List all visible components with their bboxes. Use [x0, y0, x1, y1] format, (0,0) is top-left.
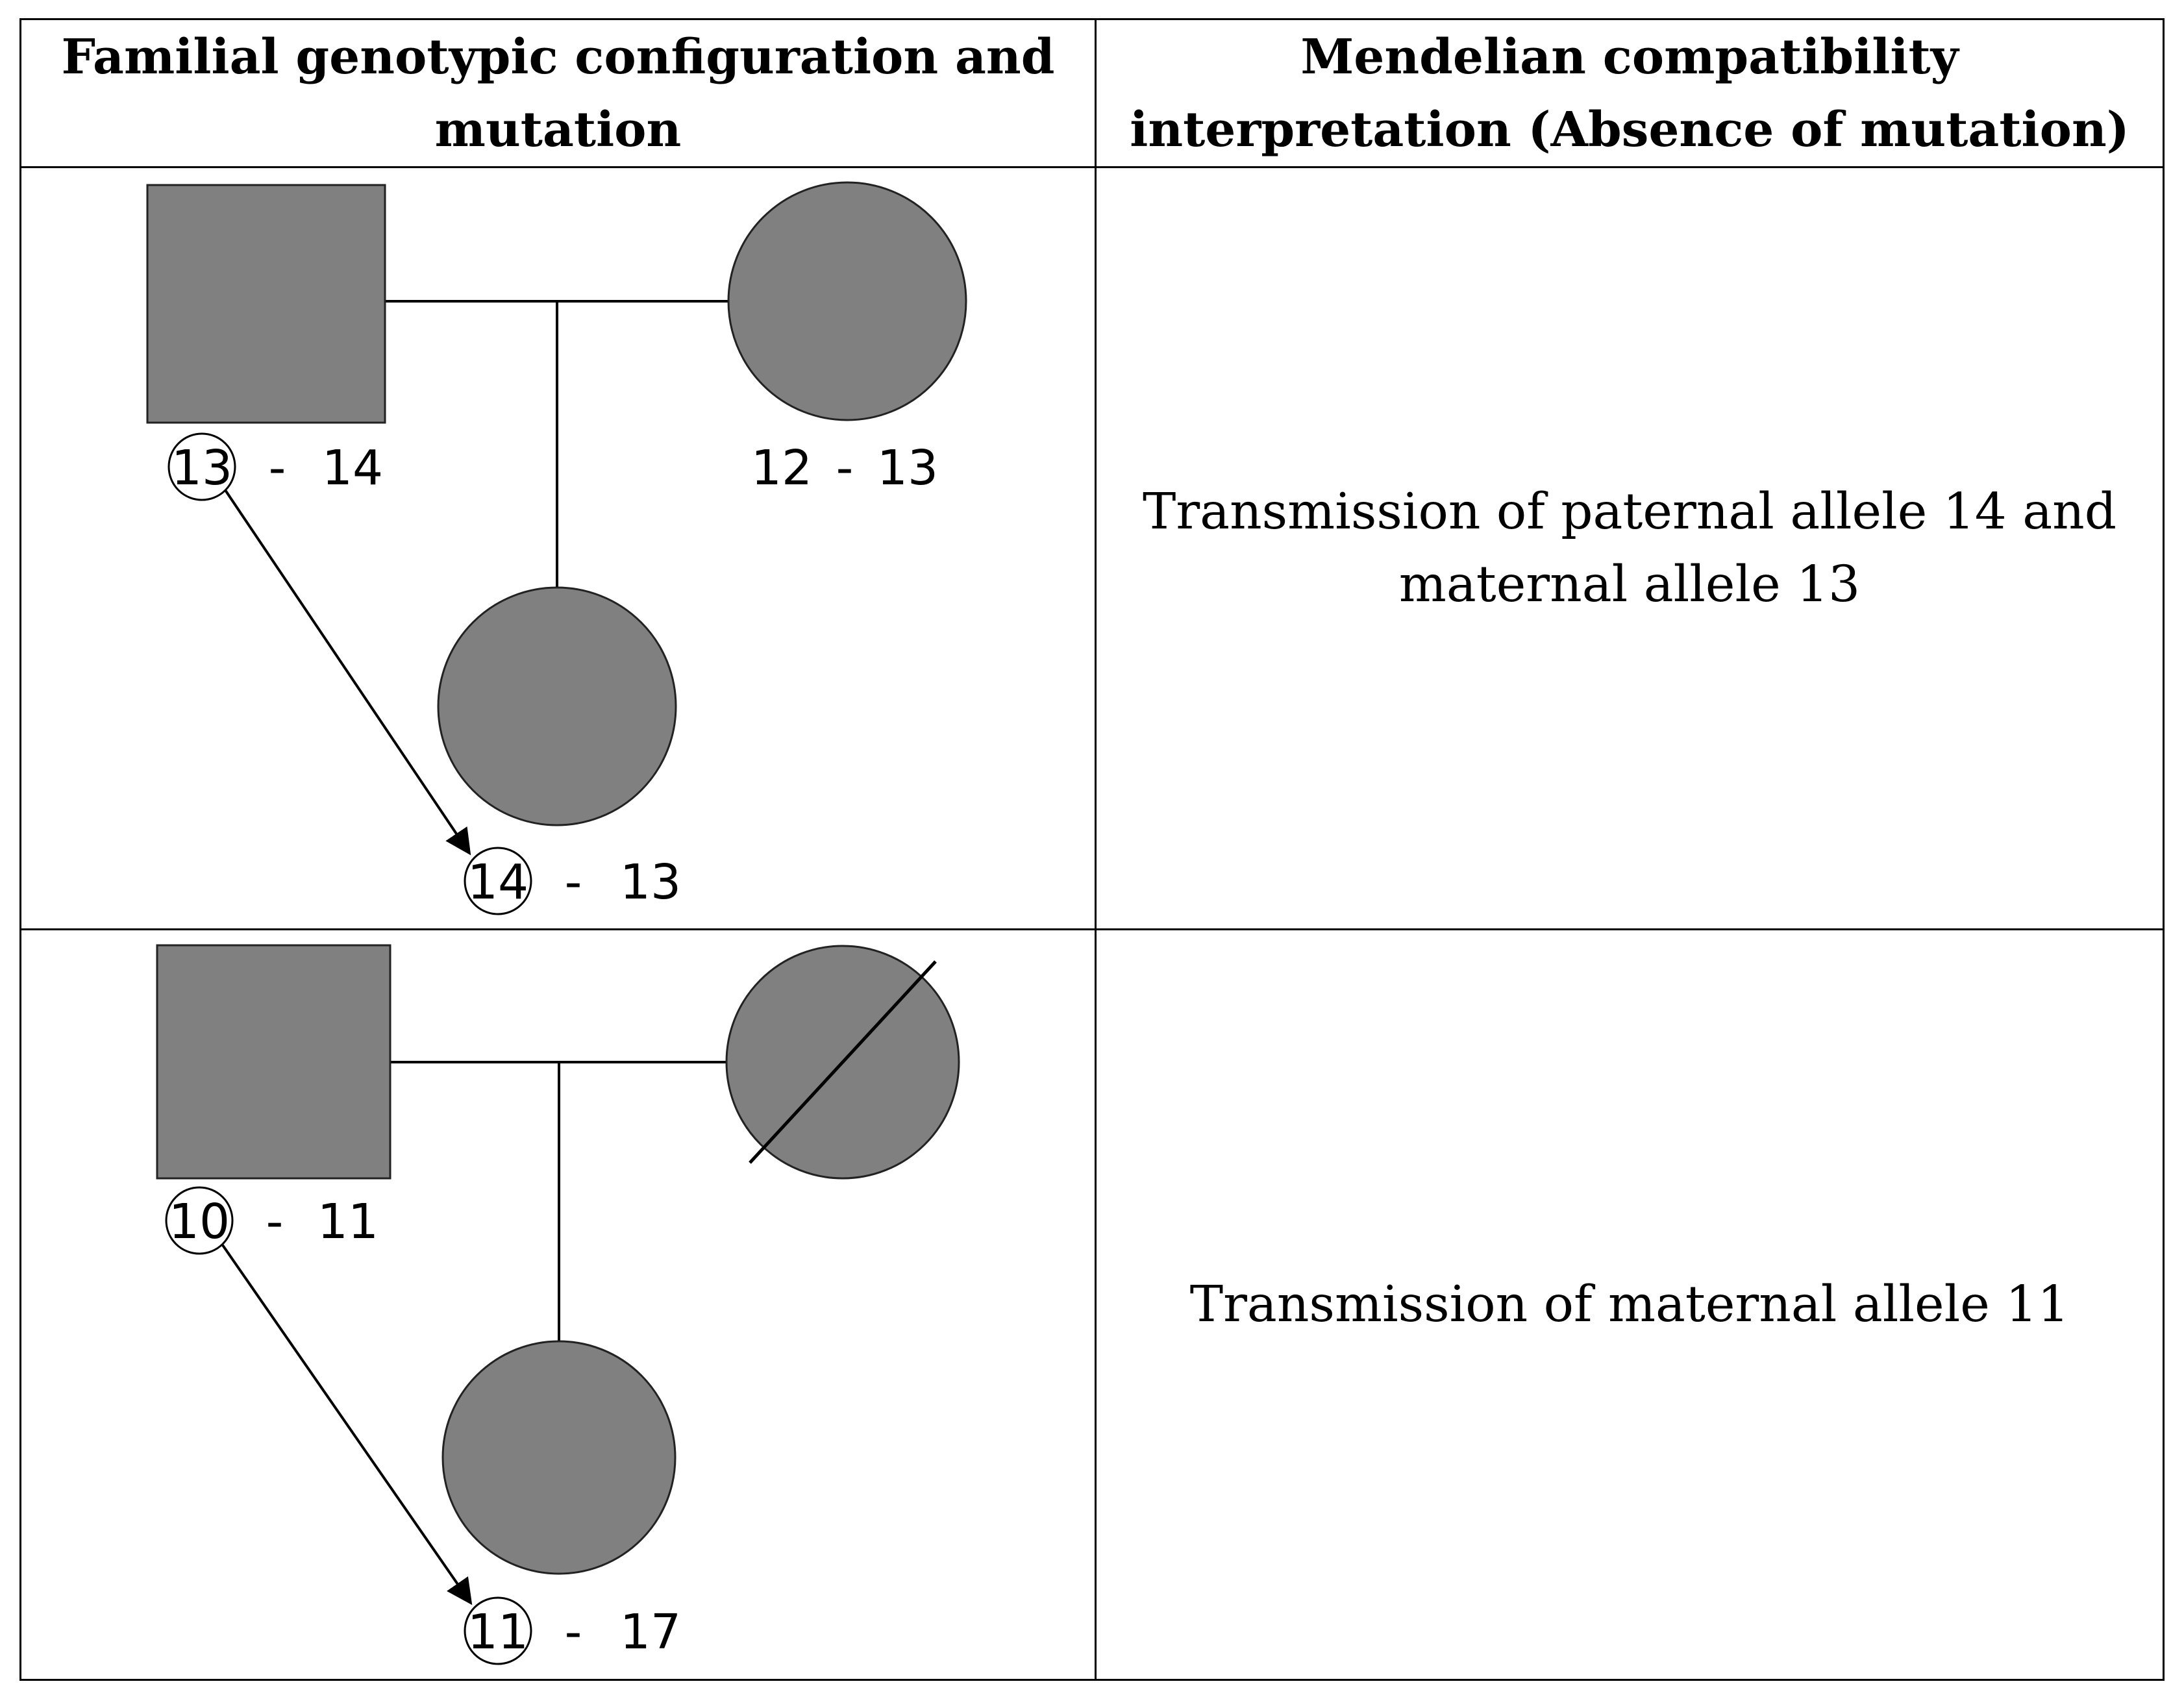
row1-mother-dash: - — [836, 440, 854, 496]
row2-transmission-arrow — [221, 1244, 473, 1606]
row1-child-allele-marker — [464, 847, 532, 915]
row1-child-allele-b: 13 — [620, 854, 681, 910]
row2-father-square — [156, 944, 391, 1180]
row2-child-circle — [441, 1340, 676, 1575]
row2-father-allele-a: 10 — [169, 1194, 230, 1250]
row1-child-dash: - — [565, 854, 582, 910]
row1-transmission-arrow — [224, 489, 471, 856]
row1-child-allele-a: 14 — [467, 854, 528, 910]
row1-interpretation: Transmission of paternal allele 14 and m… — [1143, 482, 2116, 614]
row2-father-dash: - — [266, 1194, 284, 1250]
row2-pedigree: 10 - 11 11 - 17 — [156, 944, 960, 1665]
row2-child-allele-b: 17 — [620, 1604, 681, 1660]
row1-mother-allele-a: 12 — [751, 440, 812, 496]
genotype-table: Familial genotypic configuration and mut… — [19, 18, 2165, 1681]
row-divider — [21, 928, 2163, 930]
row1-father-square — [146, 184, 386, 424]
row2-child-allele-marker — [464, 1596, 532, 1665]
row1-child-circle — [437, 586, 677, 826]
row2-mother-deceased-slash — [749, 960, 937, 1164]
row1-father-dash: - — [269, 440, 286, 496]
row1-father-allele-a: 13 — [171, 440, 232, 496]
row2-interpretation: Transmission of maternal allele 11 — [1189, 1275, 2070, 1333]
row2-father-allele-b: 11 — [317, 1194, 378, 1250]
row1-mother-circle — [727, 181, 967, 421]
row1-father-allele-marker — [168, 432, 236, 501]
row1-mother-allele-b: 13 — [877, 440, 938, 496]
header-divider — [21, 166, 2163, 168]
row1-pedigree: 13 - 14 12 - 13 14 - 13 — [146, 181, 967, 915]
row1-father-allele-b: 14 — [322, 440, 383, 496]
column-divider — [1095, 20, 1097, 1679]
header-genotypic-configuration: Familial genotypic configuration and mut… — [61, 29, 1055, 158]
header-mendelian-interpretation: Mendelian compatibility interpretation (… — [1130, 29, 2129, 158]
row2-father-allele-marker — [165, 1186, 234, 1255]
row2-child-allele-a: 11 — [467, 1604, 528, 1660]
row2-child-dash: - — [565, 1604, 582, 1660]
